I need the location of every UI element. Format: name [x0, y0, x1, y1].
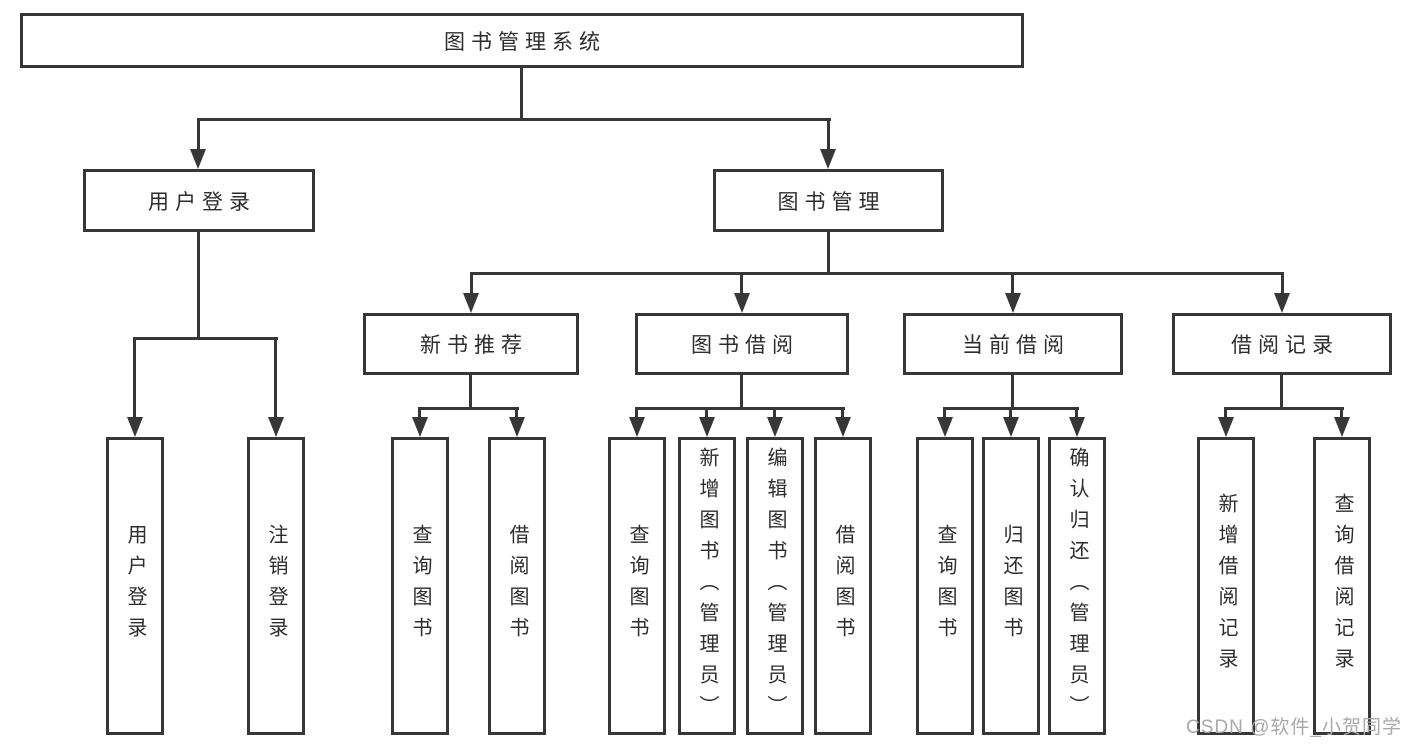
connector-drop: [635, 407, 638, 421]
node-current-borrowing: 当前借阅: [903, 313, 1123, 375]
connector-current-borrow-stem: [1011, 375, 1014, 409]
connector-book-management-stem: [827, 232, 830, 274]
connector-drop-borrow-records: [1281, 272, 1284, 295]
connector-drop: [1075, 407, 1078, 421]
node-label: 查询图书: [626, 524, 648, 648]
leaf-confirm-return-admin: 确认归还（管理员）: [1048, 437, 1106, 735]
node-label: 借阅记录: [1231, 334, 1339, 357]
leaf-user-login: 用户登录: [106, 437, 164, 735]
arrow-down-icon: [1274, 293, 1290, 313]
node-borrow-records: 借阅记录: [1172, 313, 1392, 375]
arrow-down-icon: [463, 293, 479, 313]
arrow-down-icon: [937, 417, 953, 437]
arrow-down-icon: [734, 293, 750, 313]
node-label: 图书管理: [777, 190, 886, 214]
node-label: 用户登录: [124, 524, 146, 648]
leaf-logout: 注销登录: [247, 437, 305, 735]
node-book-borrowing: 图书借阅: [635, 313, 849, 375]
csdn-watermark: CSDN @软件_小贺同学: [1186, 717, 1402, 738]
connector-user-login-stem: [197, 232, 200, 337]
node-user-login: 用户登录: [83, 169, 315, 232]
node-label: 注销登录: [265, 524, 287, 648]
node-label: 借阅图书: [506, 524, 528, 648]
connector-drop: [1224, 407, 1227, 421]
leaf-edit-book-admin: 编辑图书（管理员）: [746, 437, 804, 735]
node-label: 查询图书: [934, 524, 956, 648]
connector-book-borrow-stem: [740, 375, 743, 409]
connector-drop: [705, 407, 708, 421]
node-label: 查询图书: [409, 524, 431, 648]
connector-drop: [1340, 407, 1343, 421]
node-label: 确认归还（管理员）: [1066, 446, 1088, 726]
node-library-management-system: 图书管理系统: [20, 13, 1024, 68]
leaf-borrow-books: 借阅图书: [814, 437, 872, 735]
connector-new-book-stem: [469, 375, 472, 409]
arrow-down-icon: [820, 149, 836, 169]
node-label: 借阅图书: [832, 524, 854, 648]
arrow-down-icon: [699, 417, 715, 437]
arrow-down-icon: [835, 417, 851, 437]
arrow-down-icon: [1005, 293, 1021, 313]
arrow-down-icon: [412, 417, 428, 437]
connector-drop: [841, 407, 844, 421]
arrow-down-icon: [190, 149, 206, 169]
connector-drop: [515, 407, 518, 421]
node-label: 新书推荐: [420, 334, 528, 357]
connector-drop: [773, 407, 776, 421]
node-label: 新增借阅记录: [1215, 493, 1237, 679]
node-book-management: 图书管理: [713, 169, 944, 232]
arrow-down-icon: [509, 417, 525, 437]
leaf-query-books-borrowing: 查询图书: [608, 437, 666, 735]
arrow-down-icon: [1003, 417, 1019, 437]
leaf-query-borrow-record: 查询借阅记录: [1313, 437, 1371, 735]
node-label: 查询借阅记录: [1331, 493, 1353, 679]
connector-drop: [1009, 407, 1012, 421]
connector-drop-book-borrow: [740, 272, 743, 295]
arrow-down-icon: [127, 417, 143, 437]
connector-new-book-branch: [418, 407, 519, 410]
connector-user-login-branch: [134, 337, 278, 340]
connector-drop: [943, 407, 946, 421]
node-label: 编辑图书（管理员）: [764, 446, 786, 726]
connector-drop-new-book: [470, 272, 473, 295]
node-label: 图书管理系统: [444, 30, 606, 54]
connector-drop: [418, 407, 421, 421]
node-label: 当前借阅: [962, 334, 1070, 357]
arrow-down-icon: [1069, 417, 1085, 437]
node-label: 归还图书: [1000, 524, 1022, 648]
connector-borrow-records-stem: [1280, 375, 1283, 409]
connector-drop-current-borrow: [1011, 272, 1014, 295]
leaf-query-books-current: 查询图书: [916, 437, 974, 735]
arrow-down-icon: [629, 417, 645, 437]
connector-drop-user-login: [197, 118, 200, 151]
connector-drop-leaf-user-login: [133, 337, 136, 419]
node-label: 新增图书（管理员）: [696, 446, 718, 726]
node-label: 图书借阅: [691, 334, 799, 357]
arrow-down-icon: [1218, 417, 1234, 437]
connector-book-borrow-branch: [635, 407, 845, 410]
leaf-add-book-admin: 新增图书（管理员）: [678, 437, 736, 735]
leaf-query-books-new-book: 查询图书: [391, 437, 449, 735]
arrow-down-icon: [1334, 417, 1350, 437]
arrow-down-icon: [268, 417, 284, 437]
connector-drop-book-management: [827, 118, 830, 151]
connector-drop-leaf-logout: [274, 337, 277, 419]
leaf-borrow-books-new-book: 借阅图书: [488, 437, 546, 735]
connector-root-branch: [197, 118, 831, 121]
node-label: 用户登录: [148, 190, 256, 214]
connector-book-management-branch: [470, 272, 1284, 275]
arrow-down-icon: [767, 417, 783, 437]
connector-borrow-records-branch: [1224, 407, 1344, 410]
node-new-book-recommendation: 新书推荐: [363, 313, 579, 375]
connector-root-stem: [520, 66, 523, 121]
leaf-return-books: 归还图书: [982, 437, 1040, 735]
leaf-add-borrow-record: 新增借阅记录: [1197, 437, 1255, 735]
